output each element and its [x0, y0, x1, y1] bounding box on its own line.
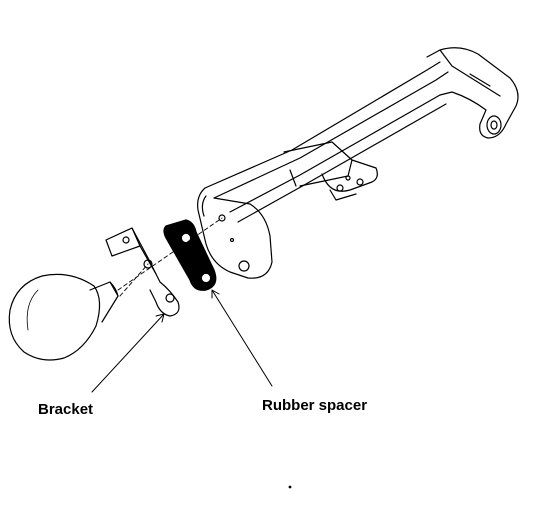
rubber-spacer-leader — [211, 289, 273, 387]
turn-signal-lamp — [8, 273, 119, 361]
mounting-bar — [197, 47, 519, 279]
bracket-part — [105, 227, 180, 317]
bracket-leader — [91, 313, 165, 393]
rubber-spacer-part — [163, 219, 217, 291]
callout-label-rubber-spacer: Rubber spacer — [262, 397, 368, 414]
alignment-lines — [117, 217, 223, 297]
stray-dot — [288, 485, 292, 489]
callout-label-bracket: Bracket — [38, 401, 94, 418]
leader-lines — [91, 289, 273, 393]
